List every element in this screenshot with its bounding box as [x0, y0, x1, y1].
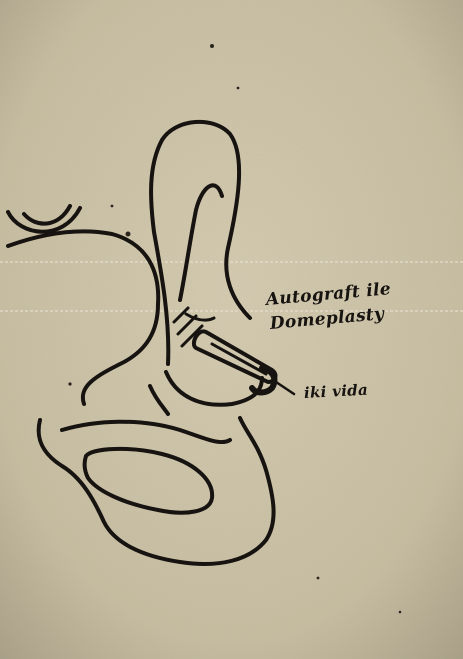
ink-speck — [399, 611, 402, 614]
ink-speck — [68, 382, 71, 385]
screw-label: iki vida — [304, 381, 369, 402]
ink-speck — [237, 87, 240, 90]
ink-speck — [126, 232, 131, 237]
ink-speck — [317, 577, 320, 580]
ink-speck — [111, 205, 114, 208]
ink-speck — [210, 44, 214, 48]
